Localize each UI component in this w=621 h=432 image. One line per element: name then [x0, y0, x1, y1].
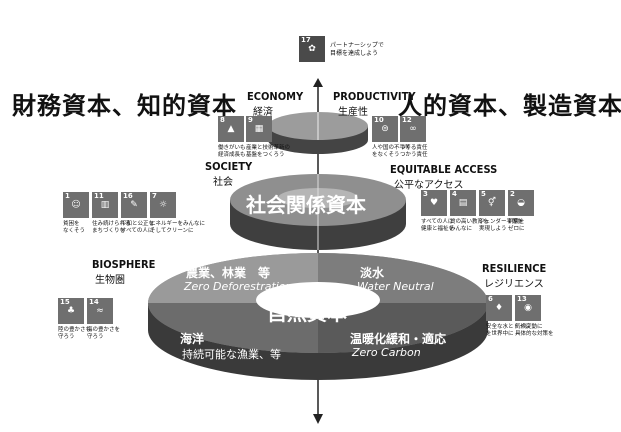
goal-13-caption: 気候変動に 具体的な対策を — [515, 324, 554, 337]
sustainable-fishing-label: 持続可能な漁業、等 — [182, 348, 281, 361]
goal-5-caption: ジェンダー平等を 実現しよう — [479, 219, 524, 232]
goal-10-caption: 人や国の不平等 をなくそう — [372, 145, 411, 158]
goal-9-icon: 9 ▦ — [246, 116, 272, 142]
society-label: SOCIETY — [205, 160, 253, 173]
zero-deforestation-label: Zero Deforestration — [184, 280, 293, 293]
goal-16-caption: 平和と公正を すべての人に — [121, 221, 155, 234]
goal-5-number: 5 — [481, 190, 486, 198]
goal-1-number: 1 — [65, 192, 70, 200]
goal-6-number: 6 — [488, 295, 493, 303]
goal-8-caption: 働きがいも 経済成長も — [218, 145, 246, 158]
equitable-access-label: EQUITABLE ACCESS — [390, 163, 498, 176]
agriculture-zone-label: 農業、林業 等 — [186, 266, 271, 280]
goal-2-caption: 飢餓を ゼロに — [508, 219, 525, 232]
economy-jp-label: 経済 — [253, 107, 273, 118]
axis-arrow-down-icon — [313, 414, 323, 424]
goal-3-number: 3 — [423, 190, 428, 198]
goal-9-number: 9 — [248, 116, 253, 124]
water-neutral-label: Water Neutral — [357, 280, 434, 293]
book-icon: ▤ — [458, 198, 468, 208]
financial-intellectual-capital-heading: 財務資本、知的資本 — [12, 92, 237, 120]
flower-icon: ✿ — [308, 44, 316, 54]
goal-16-icon: 16 ✎ — [121, 192, 147, 218]
goal-12-icon: 12 ∞ — [400, 116, 426, 142]
goal-8-number: 8 — [220, 116, 225, 124]
goal-16-number: 16 — [123, 192, 133, 200]
heartbeat-icon: ♥ — [429, 198, 439, 208]
goal-14-caption: 海の豊かさを 守ろう — [87, 327, 121, 340]
bowl-icon: ◒ — [517, 198, 525, 208]
goal-7-number: 7 — [152, 192, 157, 200]
goal-11-caption: 住み続けられる まちづくりを — [92, 221, 131, 234]
water-drop-icon: ♦ — [494, 303, 504, 313]
biosphere-jp-label: 生物圏 — [95, 275, 125, 286]
natural-ring-quadrant-climate — [318, 303, 488, 353]
goal-8-icon: 8 ▲ — [218, 116, 244, 142]
goal-11-icon: 11 ▥ — [92, 192, 118, 218]
society-jp-label: 社会 — [213, 177, 233, 188]
goal-4-icon: 4 ▤ — [450, 190, 476, 216]
social-capital-label: 社会関係資本 — [246, 193, 366, 217]
goal-13-number: 13 — [517, 295, 527, 303]
equals-icon: ⊜ — [381, 124, 389, 134]
biosphere-label: BIOSPHERE — [92, 258, 156, 271]
goal-17-icon: 17 ✿ — [299, 36, 325, 62]
natural-ring-hole — [256, 282, 380, 318]
climate-zone-label: 温暖化緩和・適応 — [350, 332, 447, 346]
natural-capital-label: 自然資本 — [267, 301, 347, 325]
goal-9-caption: 産業と技術革新の 基盤をつくろう — [246, 145, 291, 158]
productivity-jp-label: 生産性 — [338, 107, 368, 118]
goal-1-icon: 1 ☺ — [63, 192, 89, 218]
tree-icon: ♣ — [66, 306, 76, 316]
goal-2-number: 2 — [510, 190, 515, 198]
goal-2-icon: 2 ◒ — [508, 190, 534, 216]
ocean-zone-label: 海洋 — [180, 332, 205, 346]
goal-5-icon: 5 ⚥ — [479, 190, 505, 216]
goal-4-caption: 質の高い教育を みんなに — [450, 219, 489, 232]
infinity-icon: ∞ — [409, 124, 417, 134]
goal-14-icon: 14 ≈ — [87, 298, 113, 324]
goal-10-number: 10 — [374, 116, 384, 124]
natural-ring-quadrant-sea — [148, 303, 318, 353]
goal-7-caption: エネルギーをみんなに そしてクリーンに — [150, 221, 206, 234]
goal-11-number: 11 — [94, 192, 104, 200]
goal-1-caption: 貧困を なくそう — [63, 221, 86, 234]
goal-17-caption: パートナーシップで 目標を達成しよう — [330, 42, 384, 57]
gender-icon: ⚥ — [487, 198, 497, 208]
goal-3-icon: 3 ♥ — [421, 190, 447, 216]
freshwater-zone-label: 淡水 — [360, 266, 385, 280]
city-icon: ▥ — [100, 200, 110, 210]
fish-icon: ≈ — [96, 306, 104, 316]
goal-14-number: 14 — [89, 298, 99, 306]
resilience-jp-label: レジリエンス — [484, 279, 544, 290]
zero-carbon-label: Zero Carbon — [352, 346, 421, 359]
productivity-label: PRODUCTIVITY — [333, 90, 416, 103]
goal-4-number: 4 — [452, 190, 457, 198]
cubes-icon: ▦ — [254, 124, 264, 134]
goal-3-caption: すべての人に 健康と福祉を — [421, 219, 455, 232]
goal-15-icon: 15 ♣ — [58, 298, 84, 324]
economy-label: ECONOMY — [247, 90, 304, 103]
resilience-label: RESILIENCE — [482, 262, 547, 275]
human-manufactured-capital-heading: 人的資本、製造資本 — [398, 92, 621, 120]
goal-17-number: 17 — [301, 36, 311, 44]
eye-globe-icon: ◉ — [524, 303, 532, 313]
goal-7-icon: 7 ☼ — [150, 192, 176, 218]
family-icon: ☺ — [71, 200, 81, 210]
goal-6-icon: 6 ♦ — [486, 295, 512, 321]
goal-13-icon: 13 ◉ — [515, 295, 541, 321]
growth-chart-icon: ▲ — [227, 124, 235, 134]
goal-6-caption: 安全な水とトイレ を世界中に — [486, 324, 531, 337]
goal-15-number: 15 — [60, 298, 70, 306]
sun-icon: ☼ — [158, 200, 168, 210]
goal-15-caption: 陸の豊かさも 守ろう — [58, 327, 92, 340]
goal-12-number: 12 — [402, 116, 412, 124]
equitable-access-jp-label: 公平なアクセス — [394, 180, 464, 191]
axis-arrow-up-icon — [313, 78, 323, 87]
goal-12-caption: つくる責任 つかう責任 — [400, 145, 428, 158]
goal-10-icon: 10 ⊜ — [372, 116, 398, 142]
dove-icon: ✎ — [130, 200, 138, 210]
